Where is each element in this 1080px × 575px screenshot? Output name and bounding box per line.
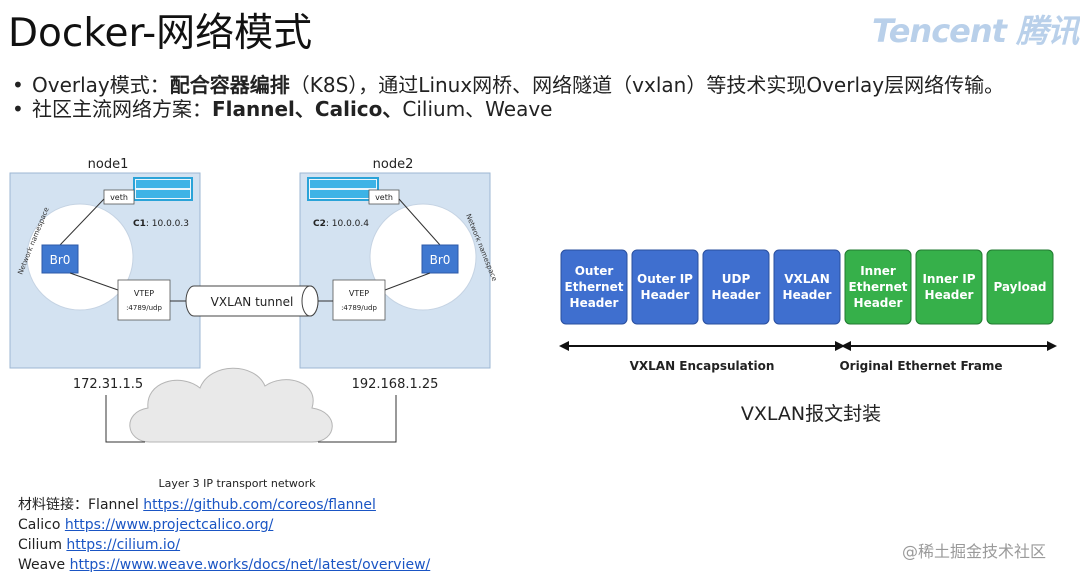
original-frame-label: Original Ethernet Frame [839, 359, 1002, 373]
container-c1-icon [133, 177, 193, 201]
encapsulation-label: VXLAN Encapsulation [630, 359, 775, 373]
container-c2-name: C2 [313, 219, 326, 229]
reference-links: 材料链接：Flannel https://github.com/coreos/f… [18, 495, 430, 575]
container-c2-ip: : 10.0.0.4 [326, 219, 369, 229]
tencent-logo: Tencent 腾讯 [872, 12, 1079, 50]
node2-vtep-port: :4789/udp [341, 304, 377, 312]
node2-vtep-label: VTEP [349, 289, 369, 298]
vxlan-caption: VXLAN报文封装 [741, 403, 881, 425]
bullet-dot: • [12, 73, 24, 97]
container-c1-label: C1: 10.0.0.3 [133, 219, 189, 229]
bullet-text: Cilium、Weave [402, 97, 553, 121]
bullet-dot: • [12, 97, 24, 121]
node1-vtep-port: :4789/udp [126, 304, 162, 312]
bullet-text: 社区主流网络方案： [32, 97, 212, 121]
container-c2-icon [307, 177, 379, 201]
bullet-text: （K8S），通过Linux网桥、网络隧道（vxlan）等技术实现Overlay层… [289, 73, 1005, 97]
node2-bridge-label: Br0 [430, 253, 451, 267]
link-label: Cilium [18, 537, 67, 553]
link-row-weave: Weave https://www.weave.works/docs/net/l… [18, 555, 430, 575]
overlay-topology-diagram: node1 node2 Network namespace Network na… [9, 157, 498, 490]
link-row-cilium: Cilium https://cilium.io/ [18, 535, 430, 555]
node1-host-ip: 172.31.1.5 [73, 377, 143, 392]
bullet-text: Overlay模式： [32, 73, 170, 97]
link-row-calico: Calico https://www.projectcalico.org/ [18, 515, 430, 535]
node1-bridge-label: Br0 [50, 253, 71, 267]
flannel-link[interactable]: https://github.com/coreos/flannel [143, 497, 376, 513]
node1-vtep-box [117, 279, 171, 321]
calico-link[interactable]: https://www.projectcalico.org/ [64, 517, 274, 533]
transport-network-cloud [129, 367, 333, 443]
container-c2-label: C2: 10.0.0.4 [313, 219, 369, 229]
node1-vtep-label: VTEP [134, 289, 154, 298]
juejin-watermark: @稀土掘金技术社区 [902, 542, 1047, 561]
bullet-bold-text: 配合容器编排 [169, 73, 290, 97]
container-c1-ip: : 10.0.0.3 [146, 219, 189, 229]
encapsulation-arrow [559, 341, 845, 351]
node1-label: node1 [88, 157, 129, 172]
bullet-solutions: • 社区主流网络方案：Flannel、Calico、Cilium、Weave [12, 97, 1004, 121]
original-frame-arrow [841, 341, 1057, 351]
node2-host-ip: 192.168.1.25 [352, 377, 439, 392]
node2-label: node2 [373, 157, 414, 172]
vxlan-tunnel-label: VXLAN tunnel [211, 295, 294, 309]
link-label: Calico [18, 517, 65, 533]
container-c1-name: C1 [133, 219, 146, 229]
transport-network-label: Layer 3 IP transport network [158, 477, 316, 490]
bullet-bold-text: Flannel、Calico、 [212, 97, 403, 121]
cilium-link[interactable]: https://cilium.io/ [66, 537, 181, 553]
bullet-list: • Overlay模式：配合容器编排（K8S），通过Linux网桥、网络隧道（vx… [12, 73, 1004, 121]
node2-veth-box [368, 189, 400, 205]
link-label: Weave [18, 557, 70, 573]
link-label: 材料链接：Flannel [18, 497, 144, 513]
vxlan-field-box [915, 249, 983, 325]
bullet-overlay: • Overlay模式：配合容器编排（K8S），通过Linux网桥、网络隧道（vx… [12, 73, 1004, 97]
node2-bridge-box [421, 244, 459, 274]
node2-veth-label: veth [375, 193, 393, 202]
vxlan-tunnel [170, 285, 333, 317]
vxlan-field-box [702, 249, 770, 325]
node1-veth-box [103, 189, 135, 205]
node1-veth-label: veth [110, 193, 128, 202]
vxlan-field-box [844, 249, 912, 325]
node1-namespace-circle [26, 203, 134, 311]
weave-link[interactable]: https://www.weave.works/docs/net/latest/… [69, 557, 431, 573]
link-row-flannel: 材料链接：Flannel https://github.com/coreos/f… [18, 495, 430, 515]
node2-vtep-box [332, 279, 386, 321]
node1-bridge-box [41, 244, 79, 274]
vxlan-field-label: Payload [993, 280, 1046, 294]
vxlan-field-box [773, 249, 841, 325]
slide-title: Docker-网络模式 [8, 11, 313, 56]
vxlan-field-box [560, 249, 628, 325]
vxlan-field-box [986, 249, 1054, 325]
vxlan-field-box [631, 249, 699, 325]
